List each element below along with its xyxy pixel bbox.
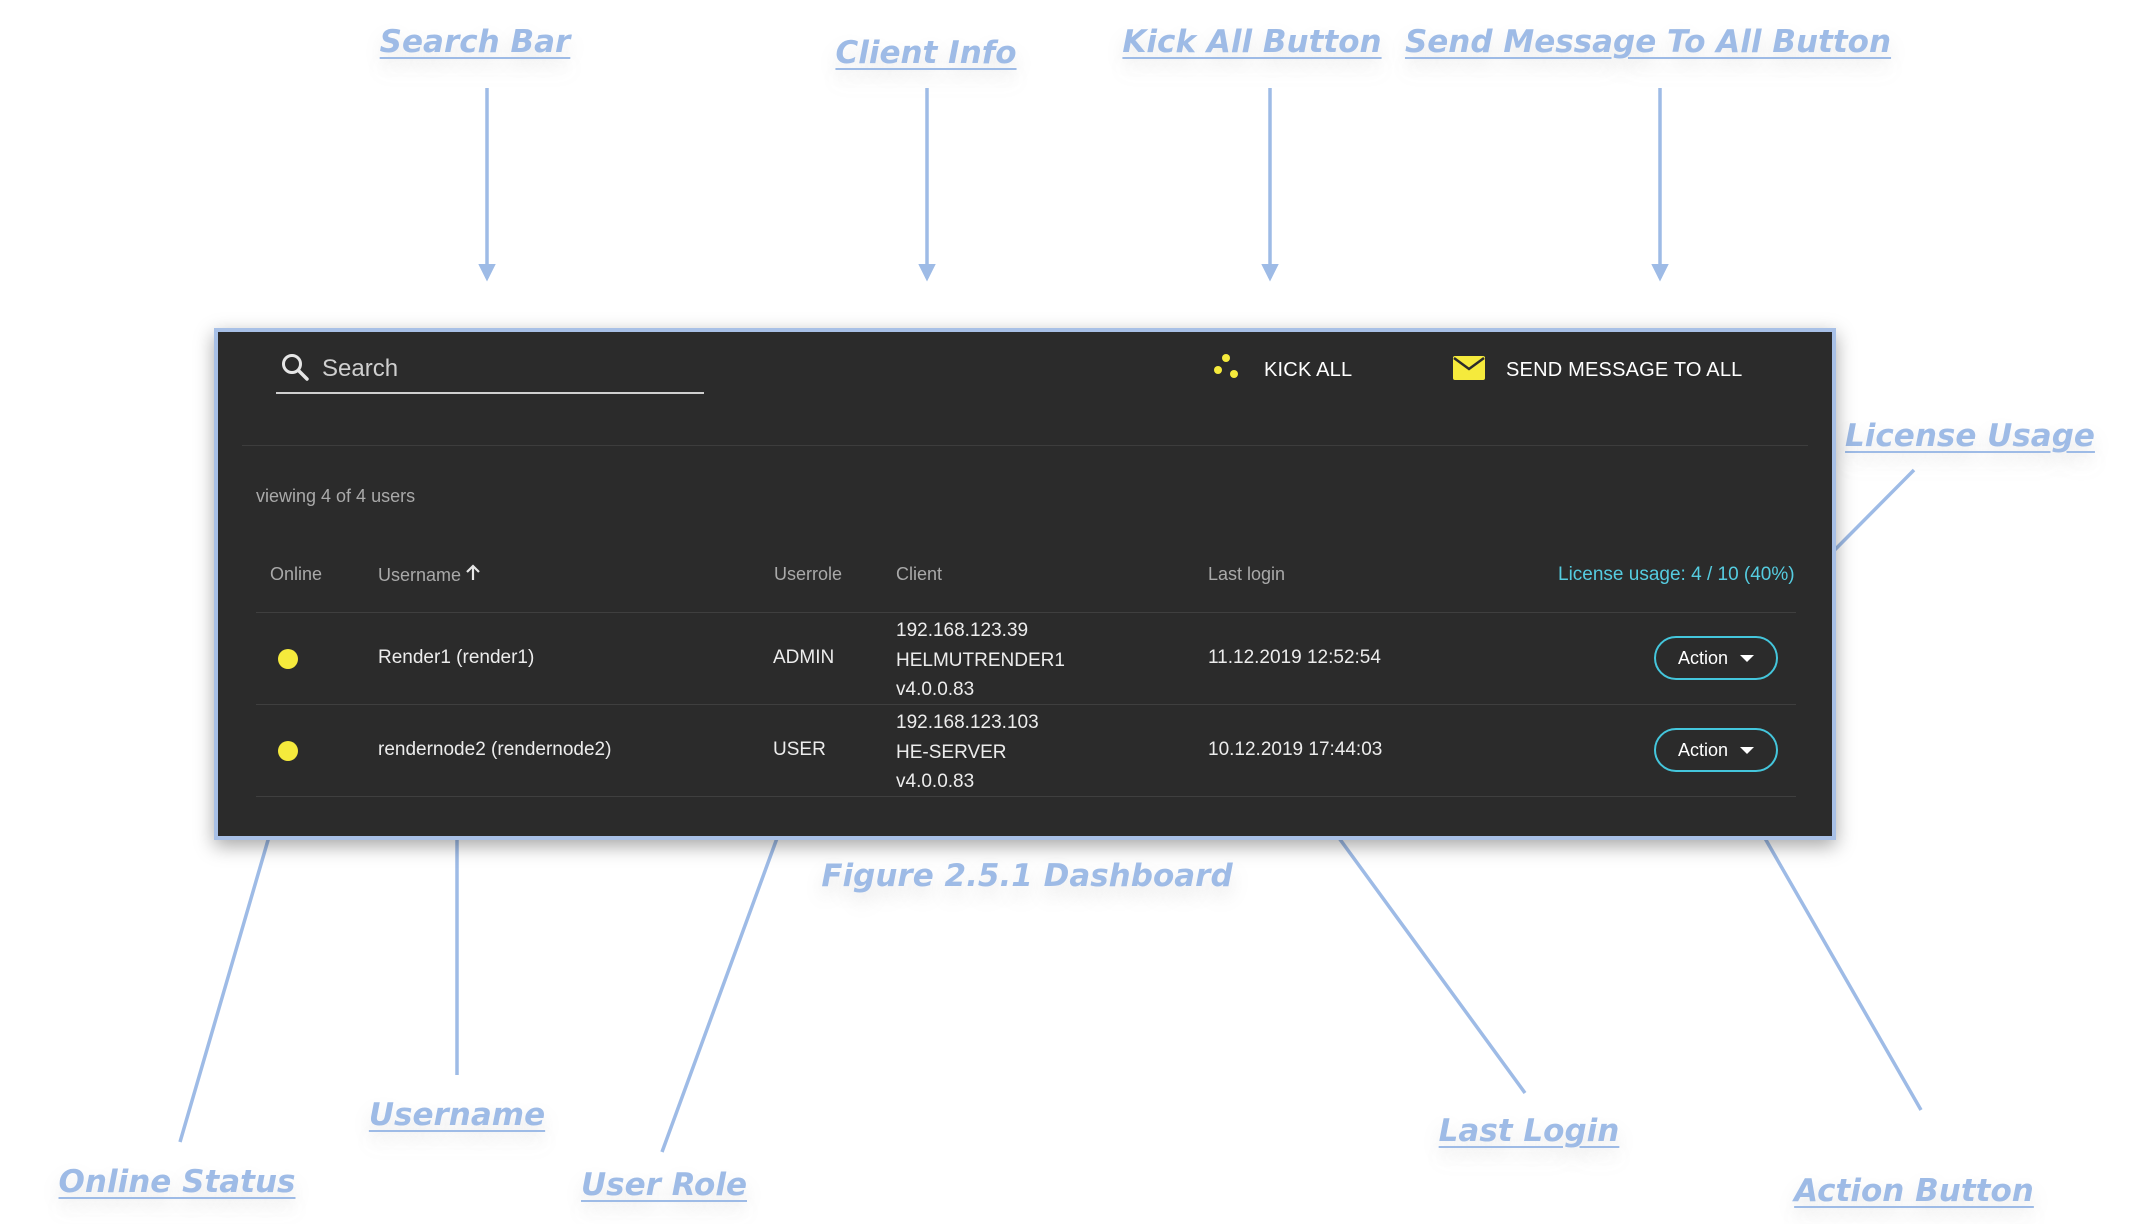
column-header-last-login[interactable]: Last login <box>1208 564 1285 585</box>
callout-username: Username <box>369 1097 545 1133</box>
send-message-to-all-button[interactable]: SEND MESSAGE TO ALL <box>1452 352 1743 388</box>
client-info-cell: 192.168.123.103 HE-SERVER v4.0.0.83 <box>896 708 1039 797</box>
callout-kick-all-button: Kick All Button <box>1122 24 1381 60</box>
client-ip: 192.168.123.103 <box>896 708 1039 738</box>
username-cell: rendernode2 (rendernode2) <box>378 739 611 761</box>
client-version: v4.0.0.83 <box>896 675 1065 705</box>
username-cell: Render1 (render1) <box>378 647 534 669</box>
column-header-userrole[interactable]: Userrole <box>774 564 842 585</box>
client-info-cell: 192.168.123.39 HELMUTRENDER1 v4.0.0.83 <box>896 616 1065 705</box>
header-divider <box>242 445 1808 446</box>
caret-down-icon <box>1740 655 1754 662</box>
arrow-action-button <box>1743 800 1921 1110</box>
column-header-client[interactable]: Client <box>896 564 942 585</box>
callout-user-role: User Role <box>581 1167 747 1203</box>
search-placeholder: Search <box>322 355 398 383</box>
callout-search-bar: Search Bar <box>380 24 571 60</box>
figure-caption: Figure 2.5.1 Dashboard <box>821 858 1232 894</box>
online-status-indicator <box>278 649 298 669</box>
viewing-count: viewing 4 of 4 users <box>256 486 415 507</box>
userrole-cell: ADMIN <box>773 647 834 669</box>
action-button[interactable]: Action <box>1654 636 1778 680</box>
kick-all-button[interactable]: KICK ALL <box>1212 352 1352 388</box>
online-status-indicator <box>278 741 298 761</box>
arrow-user-role <box>662 800 791 1152</box>
userrole-cell: USER <box>773 739 826 761</box>
callout-last-login: Last Login <box>1439 1113 1620 1149</box>
arrow-up-icon <box>465 564 481 587</box>
callout-license-usage: License Usage <box>1845 418 2095 454</box>
table-row: rendernode2 (rendernode2) USER 192.168.1… <box>218 705 1832 797</box>
envelope-icon <box>1452 355 1486 386</box>
search-bar[interactable]: Search <box>276 346 704 394</box>
search-icon <box>276 352 310 387</box>
dashboard-panel: Search KICK ALL SEND MESSAGE TO ALL <box>214 328 1836 840</box>
caret-down-icon <box>1740 747 1754 754</box>
callout-online-status: Online Status <box>59 1164 296 1200</box>
last-login-cell: 11.12.2019 12:52:54 <box>1208 647 1381 669</box>
license-usage: License usage: 4 / 10 (40%) <box>1558 564 1795 586</box>
client-hostname: HE-SERVER <box>896 738 1039 768</box>
callout-client-info: Client Info <box>835 35 1016 71</box>
table-divider <box>256 796 1796 797</box>
callout-send-message-button: Send Message To All Button <box>1405 24 1891 60</box>
client-hostname: HELMUTRENDER1 <box>896 646 1065 676</box>
client-ip: 192.168.123.39 <box>896 616 1065 646</box>
client-version: v4.0.0.83 <box>896 767 1039 797</box>
kick-all-label: KICK ALL <box>1264 359 1352 382</box>
table-row: Render1 (render1) ADMIN 192.168.123.39 H… <box>218 613 1832 705</box>
column-header-username[interactable]: Username <box>378 564 481 587</box>
kick-dots-icon <box>1212 352 1244 389</box>
column-header-username-label: Username <box>378 565 461 586</box>
last-login-cell: 10.12.2019 17:44:03 <box>1208 739 1382 761</box>
callout-action-button: Action Button <box>1794 1173 2034 1209</box>
action-button[interactable]: Action <box>1654 728 1778 772</box>
column-header-online[interactable]: Online <box>270 564 322 585</box>
action-button-label: Action <box>1678 648 1728 669</box>
action-button-label: Action <box>1678 740 1728 761</box>
send-message-label: SEND MESSAGE TO ALL <box>1506 359 1743 382</box>
